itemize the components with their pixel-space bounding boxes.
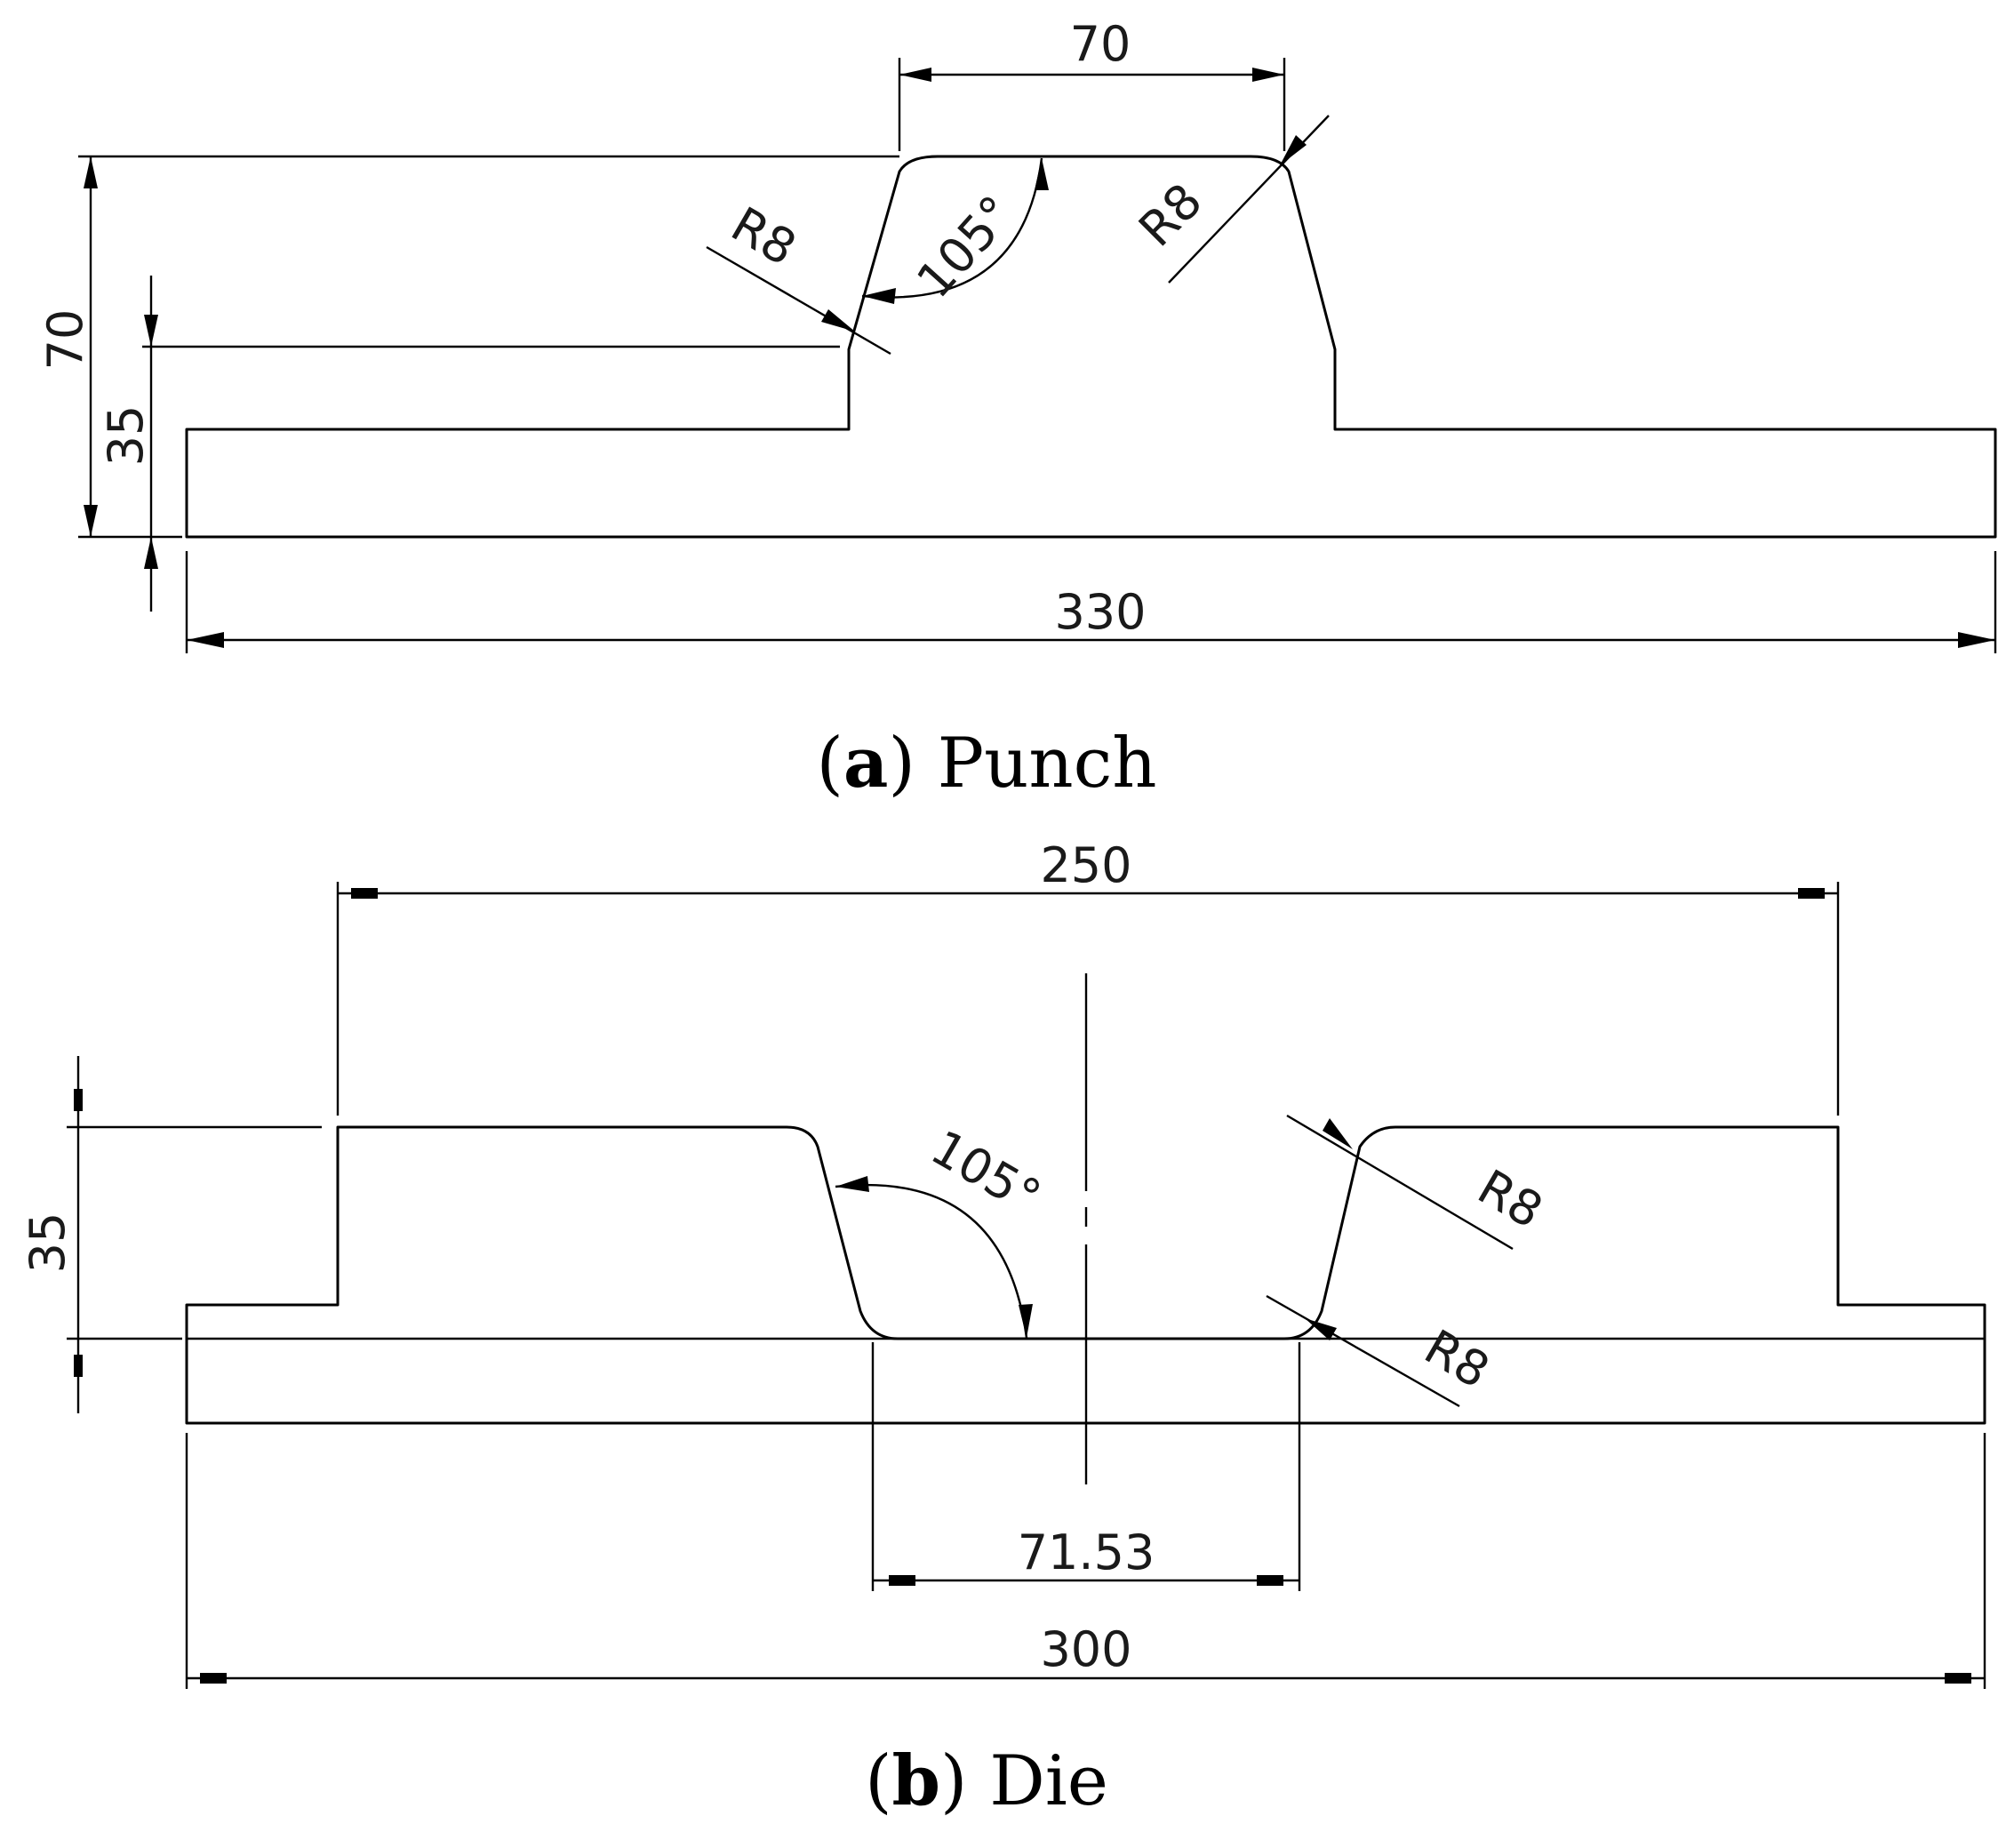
- die-total-width-dimension: [185, 1433, 1986, 1689]
- die-caption-letter: b: [892, 1740, 941, 1821]
- punch-outline: [185, 155, 1997, 539]
- punch-base-height-dimension: [142, 276, 840, 612]
- die-angle-dimension: [835, 1176, 1033, 1339]
- die-height-dimension: [67, 1056, 322, 1413]
- die-height-label: 35: [20, 1212, 76, 1274]
- punch-base-height-label: 35: [98, 405, 154, 467]
- die-radius-upper-dimension: [1286, 1114, 1514, 1251]
- die-radius-lower-dimension: [1266, 1294, 1460, 1408]
- punch-radius-left-dimension: [706, 245, 891, 356]
- punch-radius-right-label: R8: [1128, 172, 1212, 257]
- punch-drawing: 70 70 35 330: [37, 16, 1997, 804]
- punch-angle-label: 105°: [906, 185, 1025, 308]
- punch-total-height-label: 70: [37, 309, 93, 371]
- punch-top-width-label: 70: [1070, 16, 1131, 72]
- die-drawing: 250 35 105° R8 R8: [20, 837, 1986, 1821]
- punch-top-width-dimension: [898, 58, 1286, 151]
- punch-total-height-dimension: [78, 155, 899, 539]
- punch-radius-right-dimension: [1168, 115, 1330, 284]
- die-caption-name: Die: [989, 1741, 1108, 1821]
- punch-total-width-dimension: [185, 551, 1997, 653]
- die-bottom-width-dimension: [871, 1342, 1301, 1591]
- die-total-width-label: 300: [1040, 1621, 1131, 1677]
- die-caption: (b) Die: [865, 1740, 1108, 1821]
- die-angle-label: 105°: [922, 1119, 1050, 1226]
- die-radius-upper-label: R8: [1468, 1159, 1552, 1240]
- die-bottom-width-label: 71.53: [1018, 1524, 1155, 1580]
- punch-total-width-label: 330: [1054, 584, 1146, 640]
- punch-angle-dimension: [861, 157, 1049, 304]
- die-upper-width-dimension: [336, 882, 1840, 1116]
- die-upper-width-label: 250: [1040, 837, 1131, 893]
- punch-caption: (a) Punch: [816, 723, 1156, 804]
- punch-caption-name: Punch: [938, 724, 1157, 804]
- punch-radius-left-label: R8: [722, 196, 805, 277]
- punch-caption-letter: a: [843, 723, 889, 804]
